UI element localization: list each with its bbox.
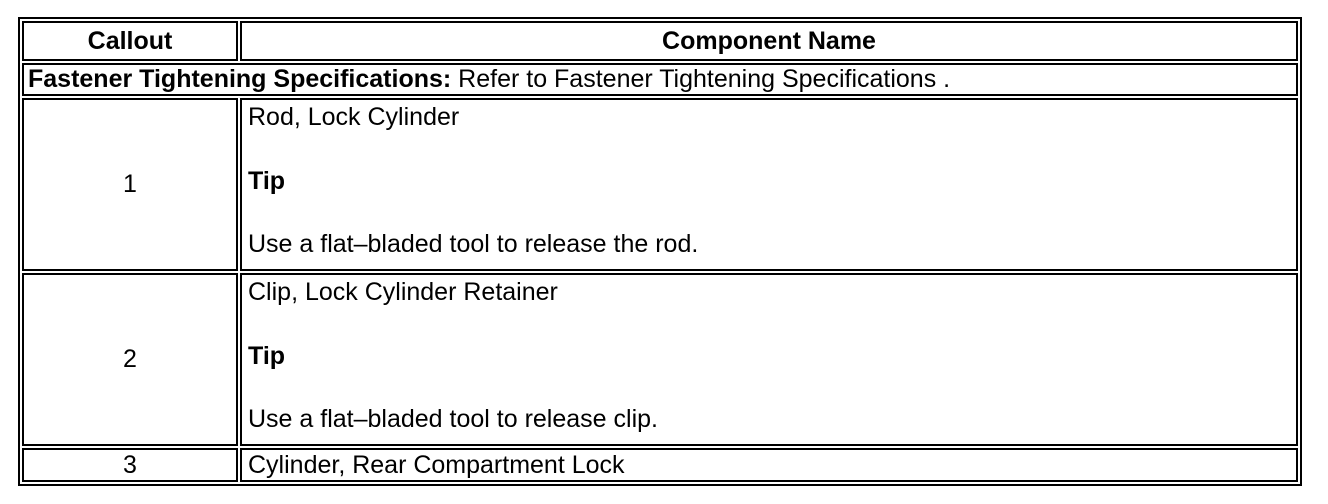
callout-number: 1: [22, 98, 238, 271]
component-name: Rod, Lock Cylinder: [248, 103, 460, 131]
fastener-note-label: Fastener Tightening Specifications:: [28, 65, 452, 93]
tip-text: Use a flat–bladed tool to release the ro…: [248, 230, 699, 258]
fastener-note-row: Fastener Tightening Specifications: Refe…: [22, 63, 1298, 96]
table-row-1: 1 Rod, Lock Cylinder Tip Use a flat–blad…: [22, 98, 1298, 271]
component-text-stack: Rod, Lock Cylinder Tip Use a flat–bladed…: [248, 100, 1290, 265]
component-name: Cylinder, Rear Compartment Lock: [240, 448, 1298, 482]
component-name-column-header: Component Name: [240, 21, 1298, 61]
fastener-note-cell: Fastener Tightening Specifications: Refe…: [22, 63, 1298, 96]
component-name: Clip, Lock Cylinder Retainer: [248, 278, 558, 306]
component-text-stack: Clip, Lock Cylinder Retainer Tip Use a f…: [248, 275, 1290, 440]
component-cell: Clip, Lock Cylinder Retainer Tip Use a f…: [240, 273, 1298, 446]
table-row-2: 2 Clip, Lock Cylinder Retainer Tip Use a…: [22, 273, 1298, 446]
tip-label: Tip: [248, 166, 286, 195]
tip-text: Use a flat–bladed tool to release clip.: [248, 405, 658, 433]
fastener-note-text: Refer to Fastener Tightening Specificati…: [451, 65, 951, 93]
callout-column-header: Callout: [22, 21, 238, 61]
header-row: Callout Component Name: [22, 21, 1298, 61]
component-callout-table: Callout Component Name Fastener Tighteni…: [18, 17, 1302, 486]
callout-number: 3: [22, 448, 238, 482]
component-cell: Rod, Lock Cylinder Tip Use a flat–bladed…: [240, 98, 1298, 271]
table-row-3: 3 Cylinder, Rear Compartment Lock: [22, 448, 1298, 482]
callout-number: 2: [22, 273, 238, 446]
tip-label: Tip: [248, 341, 286, 370]
